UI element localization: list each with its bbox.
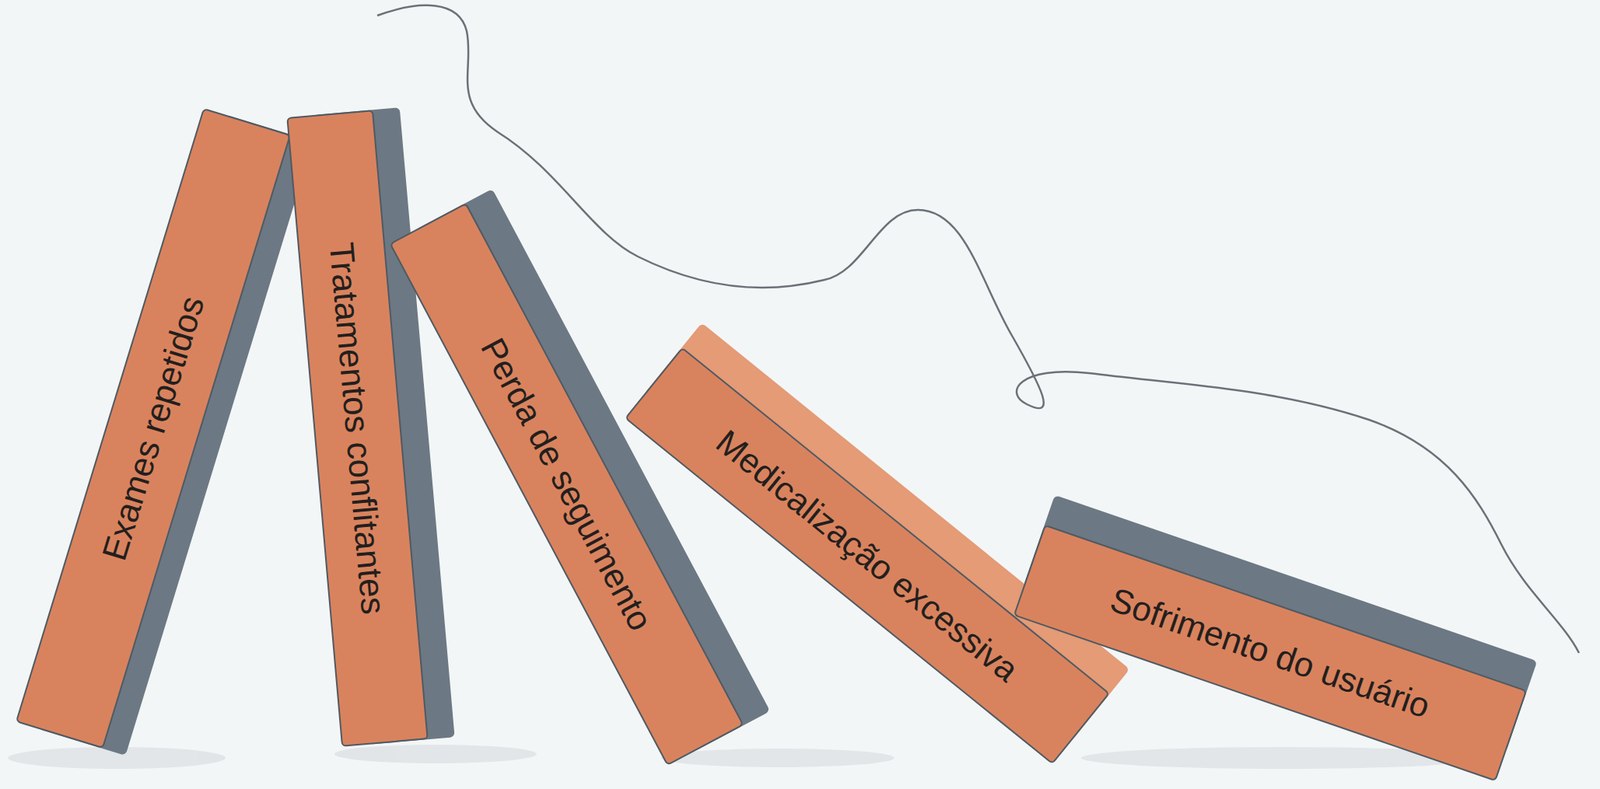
domino-block: Perda de seguimento	[388, 203, 744, 767]
domino-block: Tratamentos conflitantes	[286, 109, 428, 748]
floor-shadow	[334, 745, 537, 764]
domino-label: Tratamentos conflitantes	[322, 241, 393, 617]
domino-label: Sofrimento do usuário	[1106, 581, 1436, 726]
floor-shadow	[7, 747, 226, 770]
domino-label: Perda de seguimento	[472, 332, 659, 638]
domino-label: Exames repetidos	[94, 292, 211, 566]
floor-shadow	[661, 749, 895, 768]
domino-label: Medicalização excessiva	[709, 423, 1026, 690]
domino-block: Sofrimento do usuário	[1013, 525, 1528, 783]
domino-block: Exames repetidos	[15, 108, 291, 750]
